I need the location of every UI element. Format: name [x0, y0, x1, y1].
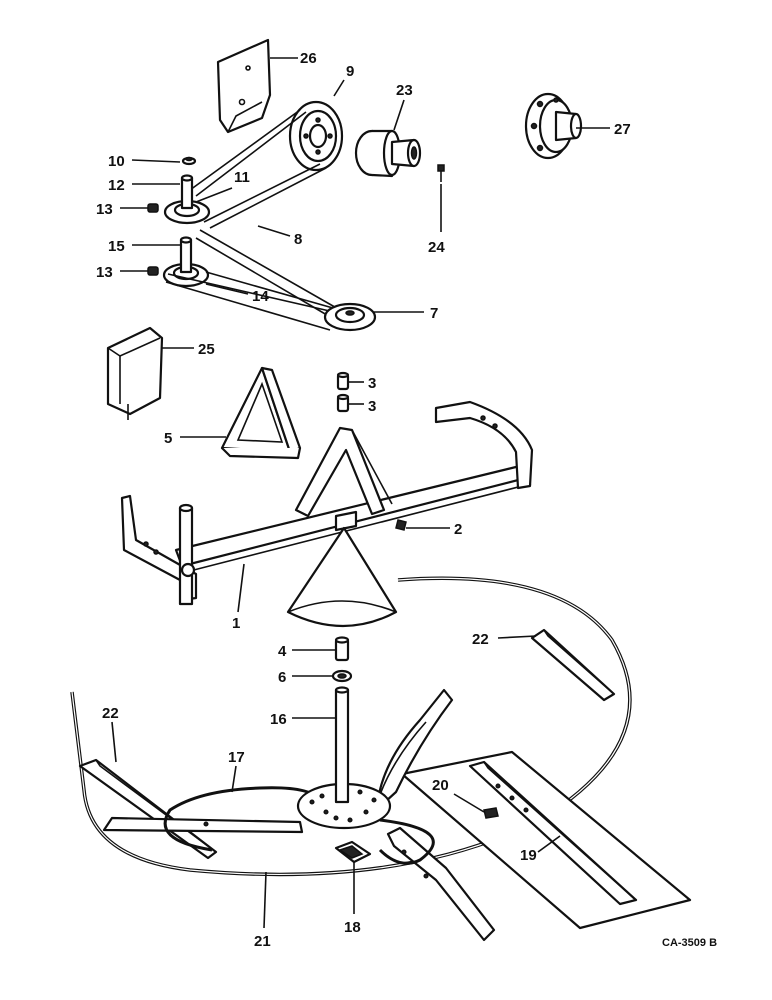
frame-1	[120, 400, 534, 606]
callout-labels: 26 9 23 27 10 12 11 13 8 24 15 13 14 7 2…	[96, 50, 631, 950]
callout-13-upper: 13	[96, 201, 113, 218]
bolt-24	[437, 164, 445, 182]
shield-25	[106, 326, 164, 420]
callout-2: 2	[454, 521, 462, 538]
bushing-3-top	[336, 371, 350, 391]
spinner-paddle-lower-right	[386, 826, 496, 942]
flanged-hub-27	[524, 92, 583, 160]
callout-11: 11	[234, 169, 250, 186]
triangle-pad-5	[220, 366, 302, 460]
set-screw-13-lower	[147, 266, 159, 276]
bracket-22-left	[78, 758, 218, 860]
callout-12: 12	[108, 177, 125, 194]
callout-1: 1	[232, 615, 240, 632]
large-pulley-9	[288, 100, 344, 172]
bushing-3-bottom	[336, 393, 350, 413]
bracket-22-right	[530, 628, 616, 702]
callout-9: 9	[346, 63, 354, 80]
callout-23: 23	[396, 82, 413, 99]
callout-8: 8	[294, 231, 302, 248]
bolt-2	[395, 519, 407, 531]
figure-code: CA-3509 B	[662, 937, 717, 949]
callout-10: 10	[108, 153, 125, 170]
spinner-paddle-lower-left	[102, 816, 304, 834]
belt-8	[189, 109, 341, 319]
upper-idler-pulley-11	[163, 156, 211, 225]
shaft-16	[334, 686, 350, 804]
callout-17: 17	[228, 749, 245, 766]
callout-20: 20	[432, 777, 449, 794]
washer-6	[331, 669, 353, 683]
hub-23	[354, 129, 422, 178]
lower-pulley-7	[323, 302, 377, 332]
callout-25: 25	[198, 341, 215, 358]
leader-lines	[111, 57, 610, 929]
callout-19: 19	[520, 847, 537, 864]
callout-5: 5	[164, 430, 172, 447]
callout-13-lower: 13	[96, 264, 113, 281]
callout-24: 24	[428, 239, 445, 256]
callout-7: 7	[430, 305, 438, 322]
ring-21	[70, 576, 632, 877]
callout-21: 21	[254, 933, 271, 950]
block-20	[483, 807, 499, 819]
callout-4: 4	[278, 643, 287, 660]
callout-27: 27	[614, 121, 631, 138]
clip-18	[334, 840, 372, 864]
callout-18: 18	[344, 919, 361, 936]
cone	[286, 526, 398, 627]
callout-26: 26	[300, 50, 317, 67]
lower-belt-14	[165, 271, 341, 331]
callout-22-right: 22	[472, 631, 489, 648]
callout-6: 6	[278, 669, 286, 686]
callout-3-bottom: 3	[368, 398, 376, 415]
callout-15: 15	[108, 238, 125, 255]
shield-bracket-26	[216, 38, 272, 134]
set-screw-13-upper	[147, 203, 159, 213]
spinner-arm-17	[163, 786, 435, 865]
callout-16: 16	[270, 711, 287, 728]
bushing-4	[334, 636, 350, 662]
bar-19	[468, 760, 638, 906]
callout-3-top: 3	[368, 375, 376, 392]
callout-14: 14	[252, 288, 269, 305]
callout-22-left: 22	[102, 705, 119, 722]
